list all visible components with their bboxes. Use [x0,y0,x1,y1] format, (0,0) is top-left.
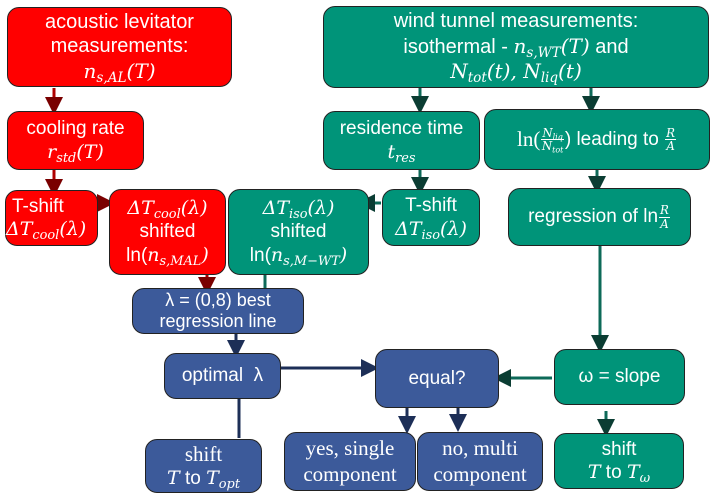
best-regression-node: λ = (0,8) best regression line [132,288,304,334]
t-shift-cool-formula: ΔTcool(λ) [6,218,87,243]
dt-iso-ln: ln(ns,M−WT) [249,243,348,269]
acoustic-line1: acoustic levitator [45,10,194,33]
wind-line3: Ntot(t), Nliq(t) [450,59,582,87]
t-shift-iso-label: T-shift [405,195,457,217]
dt-cool-shifted-node: ΔTcool(λ) shifted ln(ns,MAL) [109,189,226,275]
acoustic-formula: ns,AL(T) [83,58,156,86]
best-regression-line2: regression line [159,311,277,331]
residence-time-formula: tres [387,140,416,166]
t-shift-iso-formula: ΔTiso(λ) [395,217,467,243]
no-multi-line1: no, multi [442,436,518,461]
residence-time-label: residence time [339,118,464,140]
cooling-rate-node: cooling rate rstd(T) [7,111,144,170]
equal-label: equal? [408,367,466,389]
omega-slope-node: ω = slope [554,349,685,405]
yes-single-line2: component [303,461,397,486]
no-multi-line2: component [433,461,527,486]
omega-slope-label: ω = slope [578,366,661,388]
shift-opt-formula: T to Topt [167,467,240,493]
acoustic-line2: measurements: [50,35,189,58]
shift-opt-label: shift [184,441,223,466]
equal-node: equal? [375,349,499,408]
dt-iso-formula: ΔTiso(λ) [262,197,335,223]
wind-line2: isothermal - ns,WT(T) and [403,33,629,61]
wind-tunnel-node: wind tunnel measurements: isothermal - n… [323,6,709,88]
t-shift-cool-label: T-shift [12,195,64,217]
shift-omega-node: shift T to Tω [554,433,684,489]
shift-opt-node: shift T to Topt [145,439,262,493]
dt-cool-ln: ln(ns,MAL) [126,243,209,269]
dt-iso-shifted-node: ΔTiso(λ) shifted ln(ns,M−WT) [228,189,369,275]
t-shift-iso-node: T-shift ΔTiso(λ) [382,189,480,246]
residence-time-node: residence time tres [323,111,480,170]
t-shift-cool-node: T-shift ΔTcool(λ) [5,190,98,246]
cooling-rate-formula: rstd(T) [47,140,104,166]
optimal-lambda-label: optimal λ [181,365,264,387]
dt-iso-label: shifted [270,221,327,243]
dt-cool-label: shifted [139,221,196,243]
acoustic-levitator-node: acoustic levitator measurements: ns,AL(T… [7,7,232,87]
shift-omega-formula: T to Tω [587,461,651,486]
yes-single-component-node: yes, single component [284,432,416,491]
no-multi-component-node: no, multi component [417,432,543,491]
shift-omega-label: shift [601,438,637,460]
optimal-lambda-node: optimal λ [164,353,281,399]
cooling-rate-label: cooling rate [26,118,125,140]
dt-cool-formula: ΔTcool(λ) [127,197,208,223]
best-regression-line1: λ = (0,8) best [165,290,271,311]
wind-line1: wind tunnel measurements: [393,10,639,33]
yes-single-line1: yes, single [305,436,395,461]
